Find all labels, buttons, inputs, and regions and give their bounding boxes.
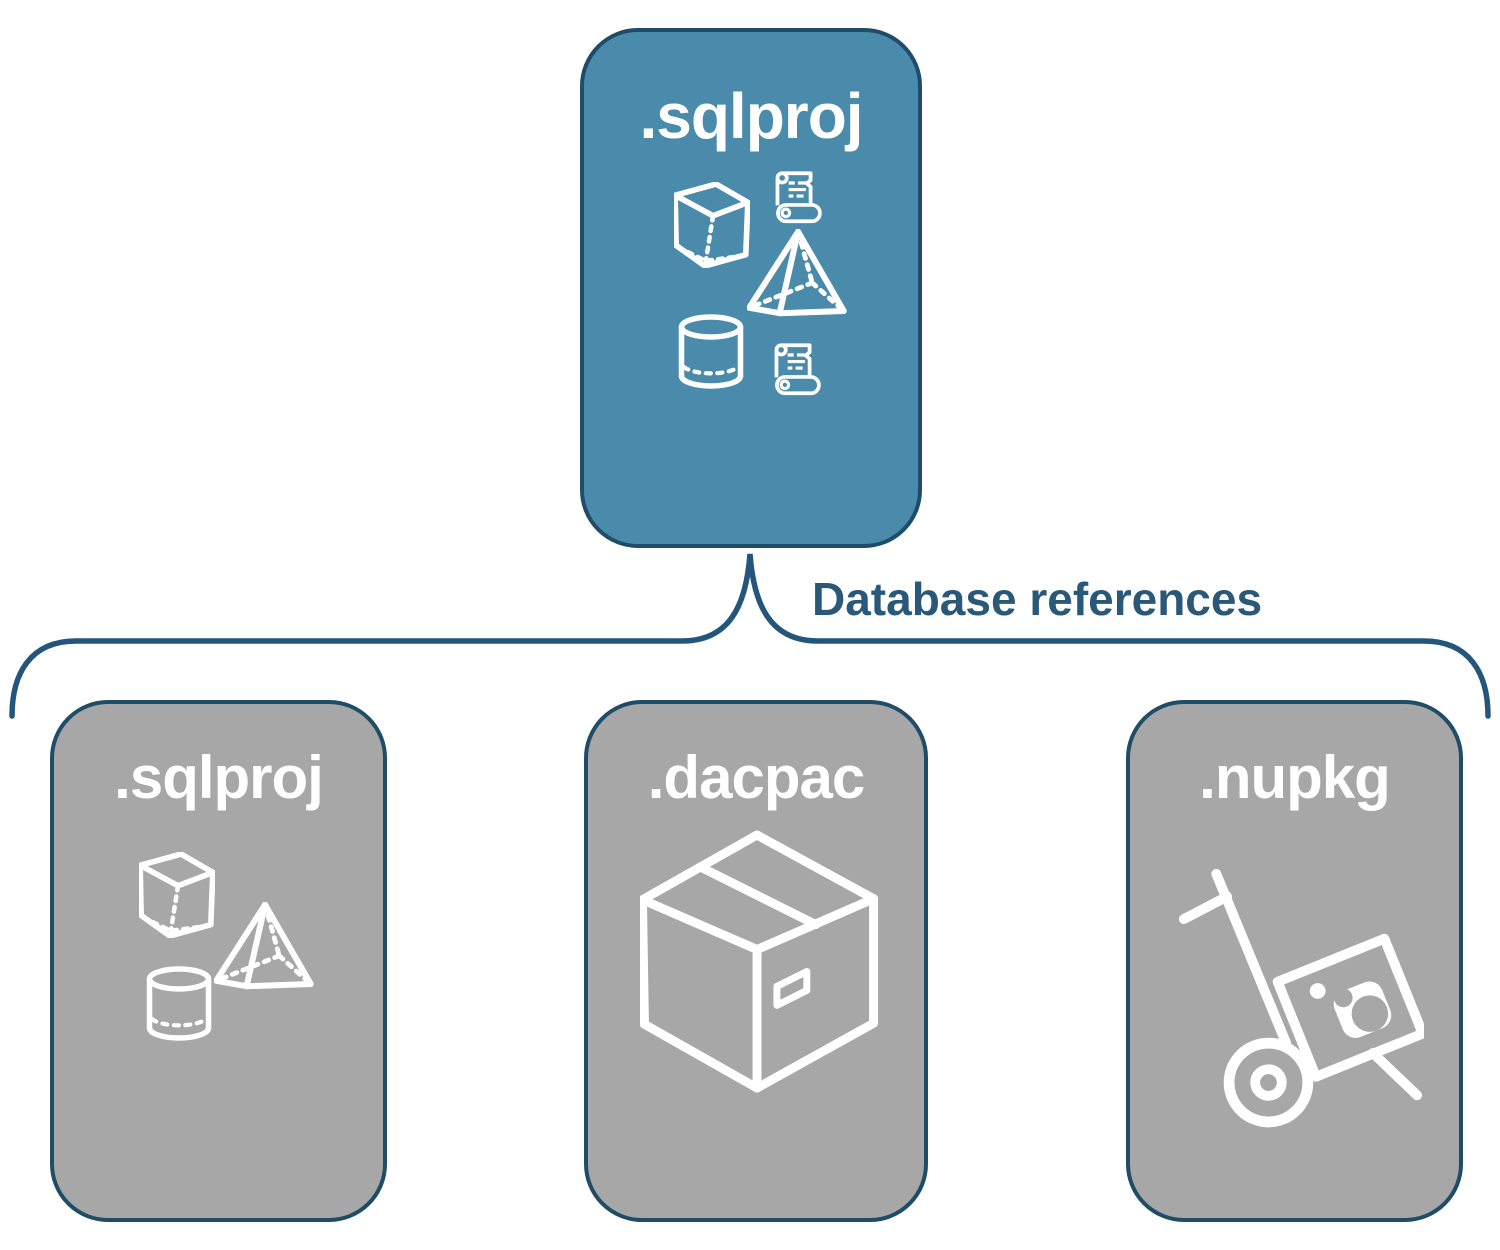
pyramid-icon [214,902,314,990]
child-node-sqlproj: .sqlproj [50,700,387,1222]
pyramid-icon [747,229,847,317]
root-node-label: .sqlproj [639,80,863,152]
child-node-label: .nupkg [1199,744,1391,811]
nuget-hand-truck-icon [1172,852,1424,1128]
child-node-nupkg: .nupkg [1126,700,1463,1222]
cylinder-icon [678,314,744,390]
root-node-sqlproj: .sqlproj [580,28,922,548]
cube-icon [139,852,215,938]
package-box-icon [640,830,880,1094]
cube-icon [674,182,750,268]
child-node-dacpac: .dacpac [584,700,928,1222]
connector-label: Database references [812,573,1263,625]
child-node-label: .sqlproj [114,744,324,811]
child-node-label: .dacpac [647,744,865,811]
cylinder-icon [146,966,212,1042]
scroll-icon [769,339,825,399]
scroll-icon [770,167,826,227]
